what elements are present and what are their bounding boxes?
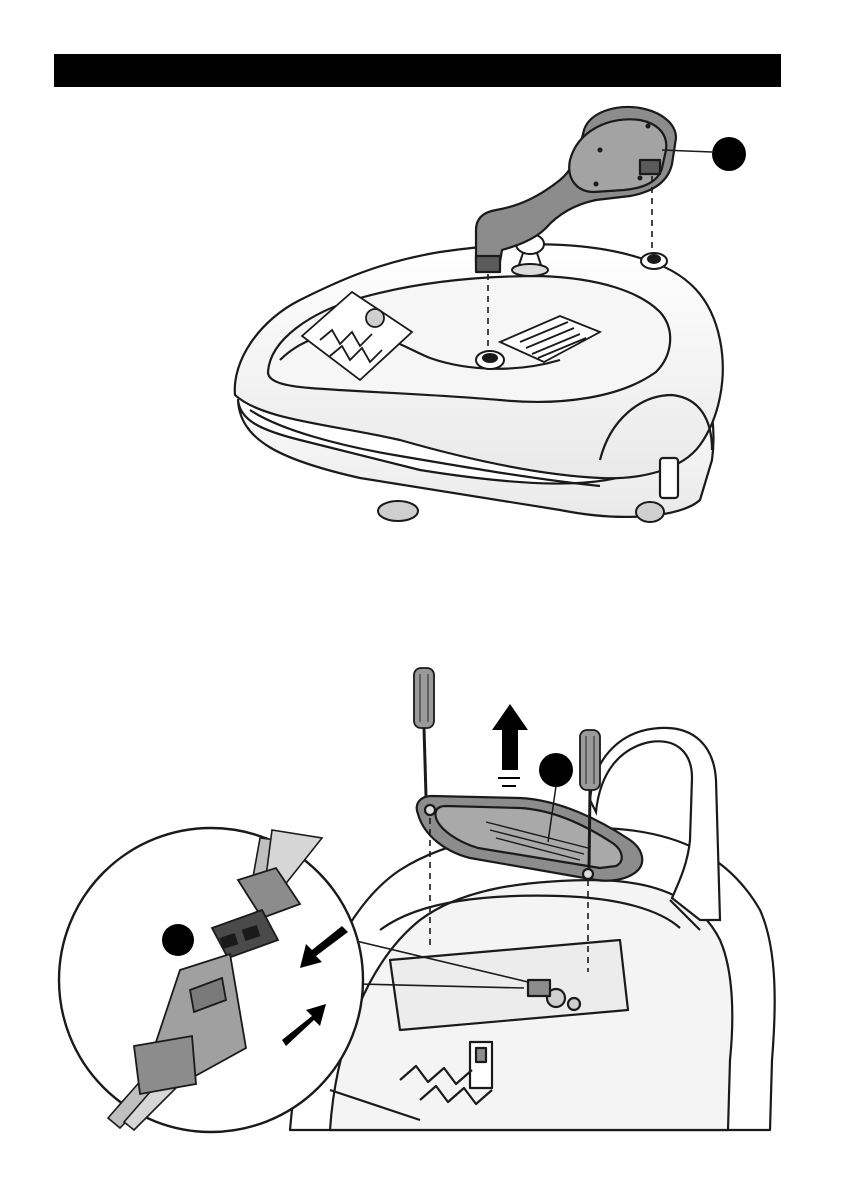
car-body-top	[235, 244, 723, 517]
screwdriver-icon	[414, 668, 434, 796]
arrow-up-icon	[492, 704, 528, 786]
callout-connector	[162, 924, 194, 956]
top-figure	[235, 107, 746, 522]
connector-detail-circle	[59, 828, 363, 1132]
bottom-figure	[59, 668, 775, 1132]
